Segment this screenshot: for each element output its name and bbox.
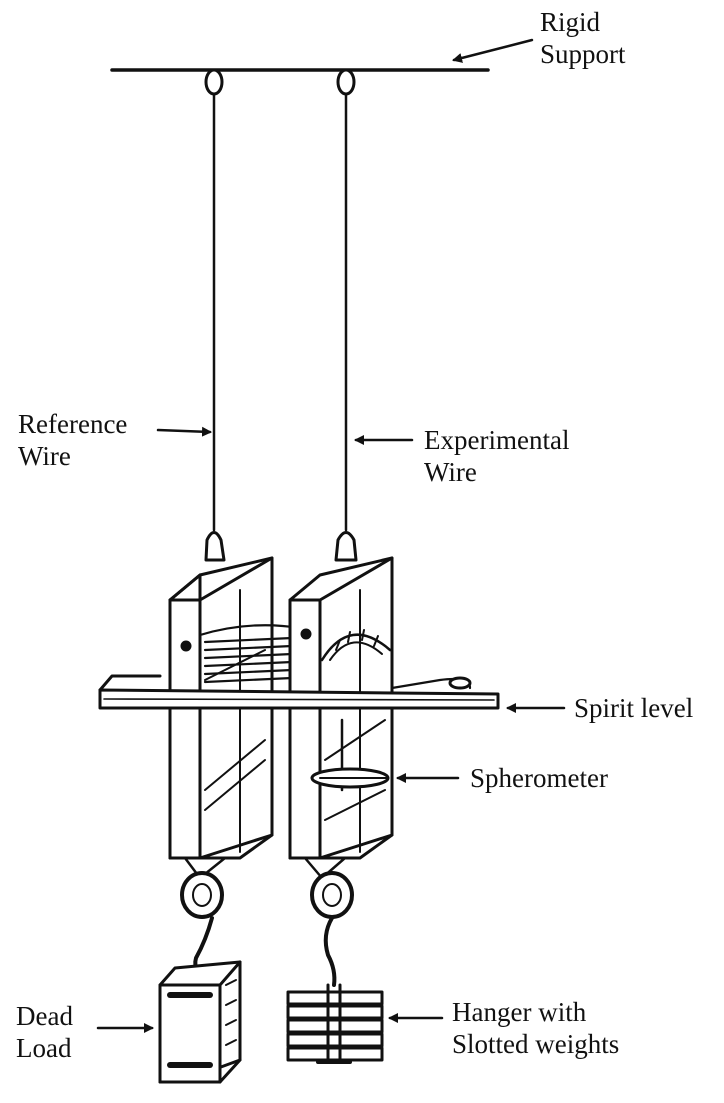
rigid-support-arrow <box>452 38 534 63</box>
label-hanger: Hanger with Slotted weights <box>452 996 619 1060</box>
label-experimental-wire-line1: Experimental <box>424 425 570 455</box>
label-reference-wire-line1: Reference <box>18 409 128 439</box>
hanger-slotted-weights <box>286 983 384 1064</box>
label-spirit-level: Spirit level <box>574 693 694 723</box>
label-reference-wire: Reference Wire <box>18 408 127 472</box>
label-hanger-line2: Slotted weights <box>452 1029 620 1059</box>
label-dead-load-line1: Dead <box>16 1001 73 1031</box>
label-hanger-line1: Hanger with <box>452 997 587 1027</box>
label-rigid-support-line1: Rigid <box>540 7 601 37</box>
label-experimental-wire-line2: Wire <box>424 457 477 487</box>
right-lower-hook <box>303 856 354 987</box>
label-dead-load-line2: Load <box>16 1033 72 1063</box>
label-spherometer: Spherometer <box>470 763 608 793</box>
right-wire-clamp <box>334 531 358 562</box>
reference-wire-arrow <box>156 426 212 437</box>
label-rigid-support: Rigid Support <box>540 6 626 70</box>
spool-coil <box>198 624 302 684</box>
right-support-hook <box>336 68 356 96</box>
spherometer <box>310 629 392 792</box>
left-wire-clamp <box>204 531 226 562</box>
label-experimental-wire: Experimental Wire <box>424 424 569 488</box>
dead-load-block <box>158 960 242 1084</box>
left-support-hook <box>204 68 224 96</box>
label-rigid-support-line2: Support <box>540 39 626 69</box>
spirit-level-bar <box>98 674 500 710</box>
label-dead-load: Dead Load <box>16 1000 73 1064</box>
label-reference-wire-line2: Wire <box>18 441 71 471</box>
